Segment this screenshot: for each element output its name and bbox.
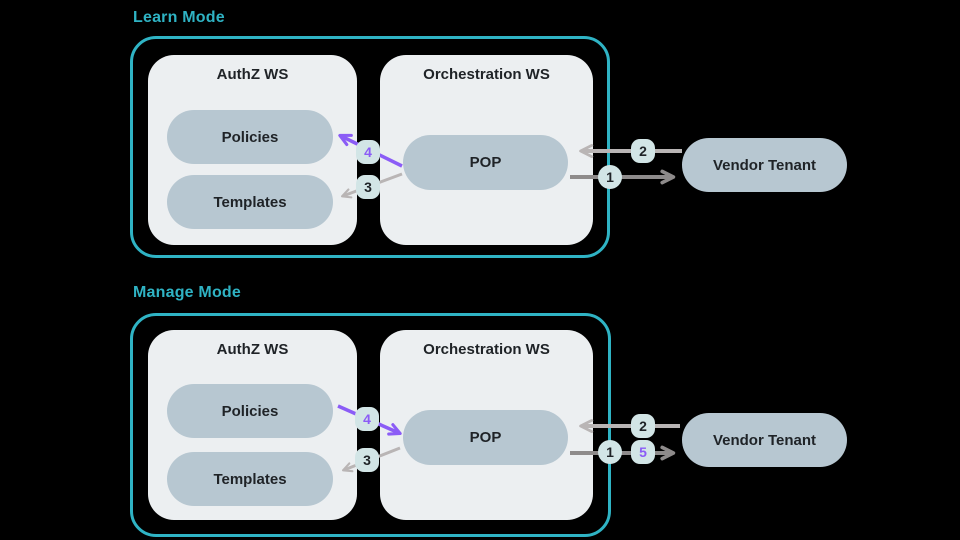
learn-orchestration-ws-box: Orchestration WS POP (380, 55, 593, 245)
manage-mode-title: Manage Mode (133, 284, 241, 301)
learn-authz-ws-heading: AuthZ WS (216, 66, 289, 83)
manage-step-5-badge: 5 (631, 440, 655, 464)
learn-vendor-tenant-pill: Vendor Tenant (682, 138, 847, 192)
manage-step-1-badge: 1 (598, 440, 622, 464)
learn-mode-title: Learn Mode (133, 9, 225, 26)
learn-step-2-badge: 2 (631, 139, 655, 163)
manage-vendor-tenant-pill: Vendor Tenant (682, 413, 847, 467)
learn-step-1-badge: 1 (598, 165, 622, 189)
learn-templates-pill: Templates (167, 175, 333, 229)
manage-step-2-badge: 2 (631, 414, 655, 438)
learn-pop-pill: POP (403, 135, 568, 190)
learn-orchestration-ws-heading: Orchestration WS (423, 66, 550, 83)
manage-pop-pill: POP (403, 410, 568, 465)
manage-orchestration-ws-box: Orchestration WS POP (380, 330, 593, 520)
manage-step-4-badge: 4 (355, 407, 379, 431)
learn-step-3-badge: 3 (356, 175, 380, 199)
manage-step-3-badge: 3 (355, 448, 379, 472)
learn-policies-pill: Policies (167, 110, 333, 164)
manage-authz-ws-box: AuthZ WS Policies Templates (148, 330, 357, 520)
manage-templates-pill: Templates (167, 452, 333, 506)
learn-mode-container (130, 36, 610, 258)
manage-authz-ws-heading: AuthZ WS (216, 341, 289, 358)
manage-orchestration-ws-heading: Orchestration WS (423, 341, 550, 358)
learn-step-4-badge: 4 (356, 140, 380, 164)
learn-authz-ws-box: AuthZ WS Policies Templates (148, 55, 357, 245)
manage-policies-pill: Policies (167, 384, 333, 438)
